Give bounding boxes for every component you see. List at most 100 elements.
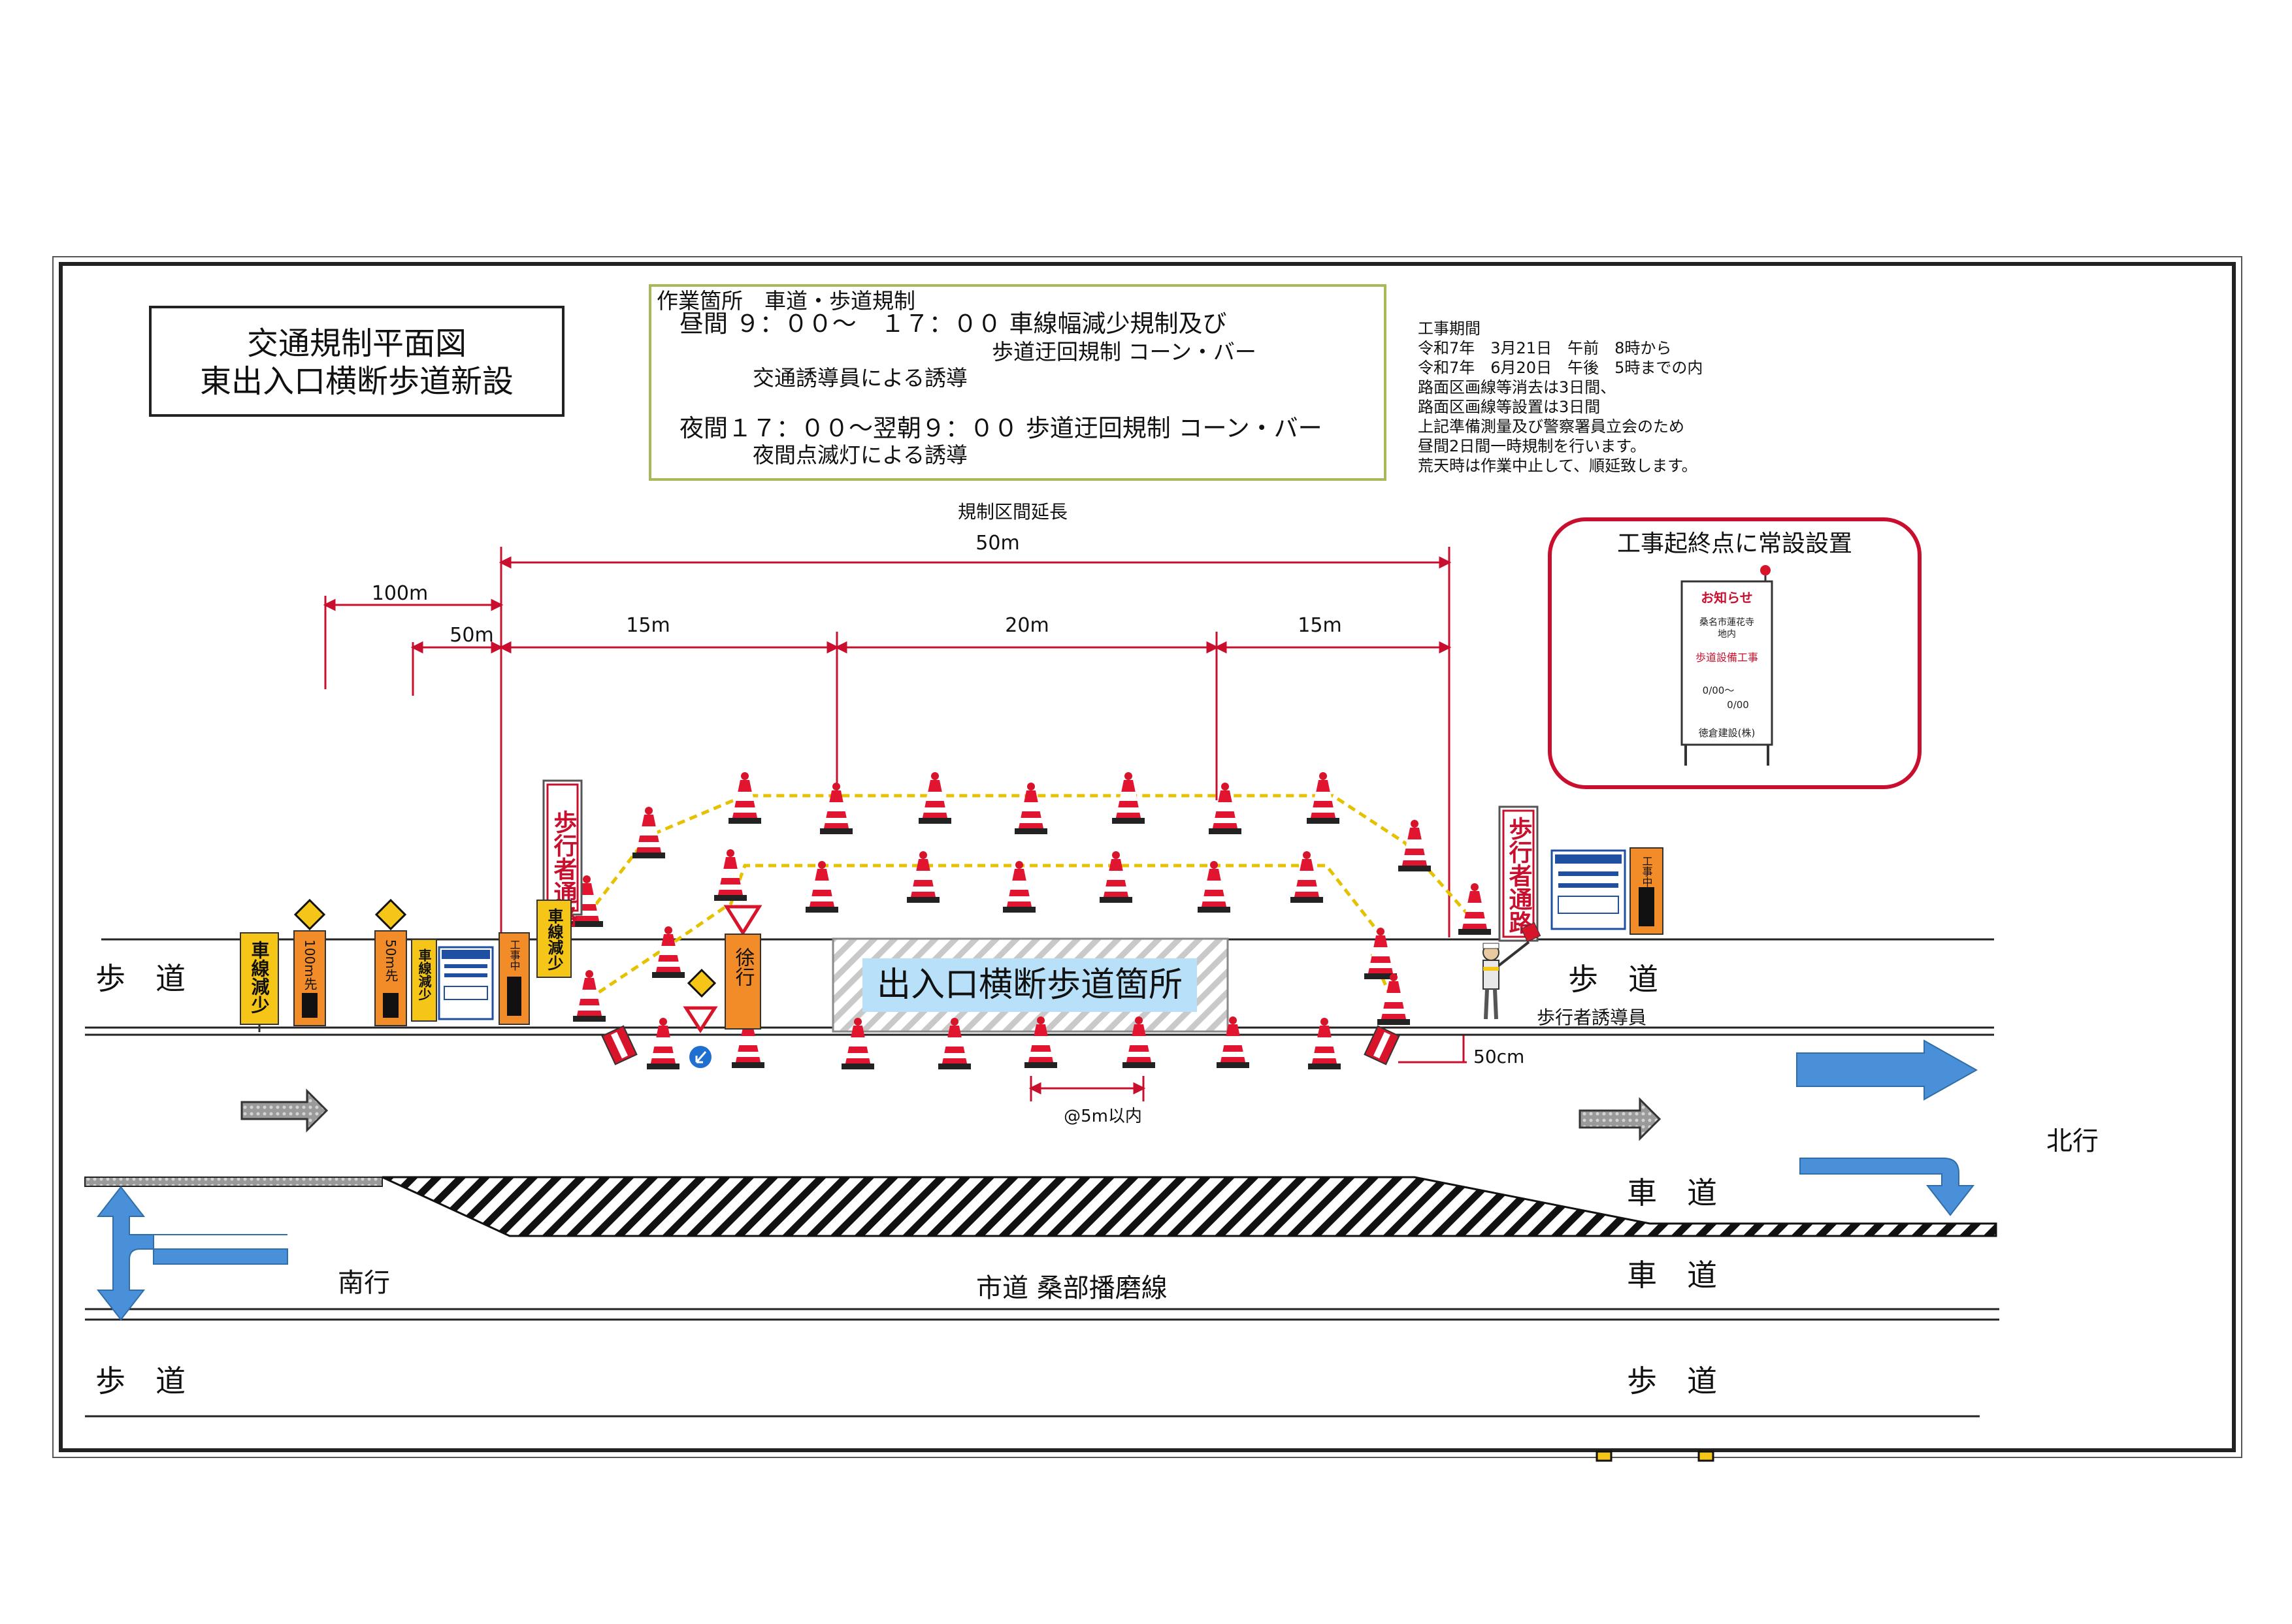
- cone: [1307, 772, 1339, 824]
- cone: [907, 851, 940, 903]
- works-text-left: 工事中: [508, 939, 521, 971]
- works-text-right: 工事中: [1641, 856, 1653, 887]
- small-warning-signs: [683, 968, 718, 1068]
- period-l3: 令和7年 6月20日 午後 5時までの内: [1418, 359, 1703, 377]
- dim-100m: 100m: [372, 582, 428, 605]
- center-line-dotted: [84, 1177, 383, 1187]
- dim-spacing: @5m以内: [1064, 1107, 1142, 1126]
- board-notice: お知らせ: [1701, 590, 1753, 606]
- label-roadway-south: 車 道: [1627, 1258, 1717, 1293]
- label-sidewalk-bottom-right: 歩 道: [1627, 1363, 1717, 1399]
- cone: [919, 772, 951, 824]
- work-area-label: 出入口横断歩道箇所: [877, 966, 1183, 1005]
- board-heading: 工事起終点に常設設置: [1617, 530, 1852, 557]
- cone: [647, 1018, 679, 1069]
- works-sign-right: [1629, 847, 1663, 935]
- dim-15m-right: 15m: [1298, 614, 1341, 637]
- board-date2: 0/00: [1727, 699, 1749, 711]
- label-sidewalk-right: 歩 道: [1568, 962, 1658, 997]
- cone: [1015, 783, 1047, 834]
- cone: [820, 783, 853, 834]
- inner-frame: [52, 256, 2242, 1458]
- warning-sign-50m: [374, 898, 407, 1026]
- lane-reduction-text-2: 車線減少: [416, 948, 432, 1001]
- notice-board: [1680, 580, 1773, 746]
- info-line4: 交通誘導員による誘導: [753, 365, 968, 391]
- gray-arrow-left-icon: [240, 1088, 329, 1133]
- label-sidewalk-left: 歩 道: [95, 961, 186, 996]
- dim-20m: 20m: [1005, 614, 1049, 637]
- blue-arrow-north-icon: [1796, 1039, 1978, 1101]
- label-road-name: 市道 桑部播磨線: [976, 1273, 1168, 1303]
- cone: [1003, 861, 1036, 913]
- slow-sign: [723, 905, 762, 1030]
- period-l1: 工事期間: [1418, 319, 1481, 338]
- pedestrian-path-sign-right: [1498, 805, 1539, 942]
- period-l5: 路面区画線等設置は3日間: [1418, 398, 1600, 416]
- period-l4: 路面区画線等消去は3日間、: [1418, 378, 1616, 397]
- cone: [806, 861, 838, 913]
- warning-sign-100m: [293, 898, 326, 1026]
- board-place2: 地内: [1718, 629, 1736, 640]
- cone: [1209, 783, 1241, 834]
- notice-sign-left: [438, 946, 494, 1020]
- dimension-lines: [323, 547, 1467, 1101]
- ahead-50m-text: 50m先: [383, 939, 399, 982]
- dim-15m-left: 15m: [626, 614, 670, 637]
- info-line5: 夜間１７：００～翌朝９：００ 歩道迂回規制 コーン・バー: [679, 414, 1322, 442]
- dim-total: 50m: [975, 532, 1019, 555]
- notice-sign-right: [1550, 849, 1626, 930]
- info-line1: 作業箇所 車道・歩道規制: [657, 288, 915, 314]
- cone: [1364, 928, 1397, 979]
- outer-frame: [59, 262, 2236, 1452]
- title-line2: 東出入口横断歩道新設: [200, 363, 514, 400]
- blue-turn-arrow-icon: [1799, 1158, 1975, 1216]
- arrow-board-left: [601, 1025, 638, 1065]
- period-l2: 令和7年 3月21日 午前 8時から: [1418, 339, 1671, 357]
- cone: [1100, 851, 1132, 903]
- cone: [1290, 851, 1323, 903]
- cone: [729, 772, 761, 824]
- period-l8: 荒天時は作業中止して、順延致します。: [1418, 457, 1697, 475]
- dim-offset: 50cm: [1473, 1046, 1524, 1067]
- board-place1: 桑名市蓮花寺: [1699, 617, 1754, 628]
- ahead-100m-text: 100m先: [302, 939, 318, 990]
- cone: [1112, 772, 1145, 824]
- lane-reduction-sign-2: [411, 939, 437, 1022]
- label-south: 南行: [338, 1268, 390, 1298]
- lane-reduction-sign-1: [240, 932, 279, 1032]
- lane-reduction-text-1: 車線減少: [249, 941, 270, 1014]
- period-l7: 昼間2日間一時規制を行います。: [1418, 437, 1646, 455]
- cone: [1198, 861, 1230, 913]
- arrow-board-right: [1364, 1025, 1400, 1065]
- blue-uturn-arrow-icon: [96, 1186, 288, 1321]
- works-sign-left: [499, 932, 530, 1025]
- scan-marks: [1596, 1450, 1714, 1462]
- label-sidewalk-bottom-left: 歩 道: [95, 1363, 186, 1399]
- label-guide: 歩行者誘導員: [1537, 1007, 1646, 1028]
- info-line6: 夜間点滅灯による誘導: [753, 442, 968, 468]
- lane-reduction-sign-3: [536, 900, 572, 978]
- dim-50m: 50m: [450, 624, 493, 647]
- board-company: 徳倉建設(株): [1699, 727, 1756, 739]
- cone: [1398, 820, 1431, 871]
- info-box: [649, 284, 1386, 481]
- period-l6: 上記準備測量及び警察署員立会のため: [1418, 417, 1684, 436]
- board-work: 歩道設備工事: [1695, 651, 1758, 664]
- hatched-median: [382, 1176, 1997, 1237]
- pedestrian-path-text-right: 歩行者通路: [1505, 817, 1533, 934]
- board-date1: 0/00～: [1703, 685, 1735, 696]
- title-line1: 交通規制平面図: [247, 325, 467, 362]
- slow-sign-text: 徐行: [732, 947, 755, 986]
- title-box: [149, 306, 565, 417]
- cone: [1308, 1018, 1341, 1069]
- label-north: 北行: [2046, 1126, 2099, 1156]
- cone: [1458, 883, 1491, 935]
- dim-section-label: 規制区間延長: [958, 501, 1068, 523]
- gray-arrow-right-icon: [1579, 1097, 1662, 1141]
- info-line2: 昼間 ９：００～ １７：００ 車線幅減少規制及び: [679, 310, 1227, 338]
- label-roadway-north: 車 道: [1627, 1175, 1717, 1210]
- board-lamp: [1760, 565, 1771, 576]
- cone: [573, 970, 606, 1022]
